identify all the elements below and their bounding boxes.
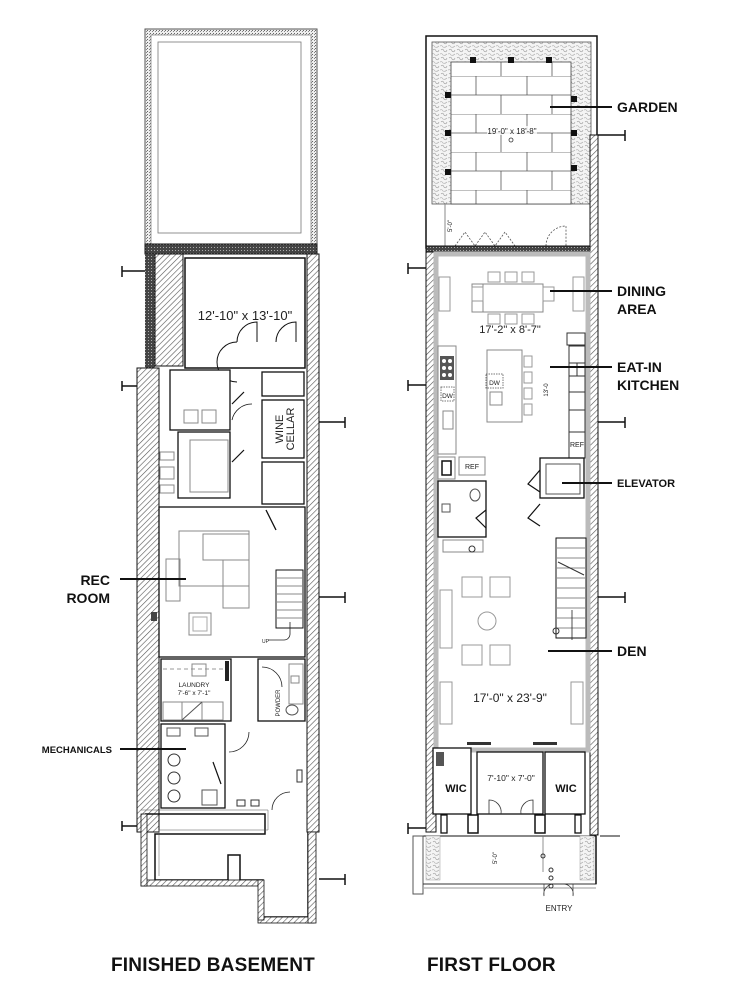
den-dims: 17'-0" x 23'-9": [473, 691, 547, 705]
dishwasher-label-1: DW: [442, 393, 454, 400]
garden-depth: 5'-0": [448, 220, 454, 232]
callout-dining-1: DINING: [617, 283, 666, 299]
basement-rear-yard: [144, 28, 318, 250]
callout-rec-room-2: ROOM: [66, 590, 110, 606]
basement-stair: UP: [262, 569, 304, 645]
laundry-dims: 7'-6" x 7'-1": [178, 690, 211, 697]
callout-kitchen-1: EAT-IN: [617, 359, 662, 375]
garden: 19'-0" x 18'-8" 5'-0": [425, 35, 598, 249]
fridge-label-2: REF: [465, 464, 479, 471]
first-floor-stair: [527, 503, 587, 640]
garden-dims: 19'-0" x 18'-8": [487, 127, 536, 136]
fridge-label-1: REF: [570, 442, 584, 449]
basement-title: FINISHED BASEMENT: [111, 955, 315, 976]
callout-elevator: ELEVATOR: [617, 478, 675, 490]
stair-up-label: UP: [262, 639, 270, 645]
basement-front-room-dims: 12'-10" x 13'-10": [198, 308, 293, 323]
kitchen-length: 13'-0: [544, 383, 550, 397]
callout-kitchen-2: KITCHEN: [617, 377, 679, 393]
foyer-dims: 7'-10" x 7'-0": [487, 773, 535, 783]
wic-label-2: WIC: [555, 783, 576, 795]
wine-cellar-label-2: CELLAR: [285, 408, 297, 451]
first-floor-title: FIRST FLOOR: [427, 955, 556, 976]
powder-room-label: POWDER: [276, 689, 282, 717]
wic-label-1: WIC: [445, 783, 466, 795]
entry-label: ENTRY: [546, 904, 574, 913]
callout-mechanicals: MECHANICALS: [42, 745, 112, 756]
elevator-shaft: [527, 457, 585, 499]
first-floor-plan: 19'-0" x 18'-8" 5'-0" 17': [407, 35, 679, 913]
laundry-label: LAUNDRY: [179, 682, 211, 689]
basement-plan: WINE CELLAR UP LAUNDRY 7'-6" x 7'-: [42, 28, 346, 924]
callout-rec-room-1: REC: [80, 572, 110, 588]
stoop-depth: 5'-0": [493, 852, 499, 864]
callout-garden: GARDEN: [617, 99, 678, 115]
wine-cellar-label-1: WINE: [274, 415, 286, 444]
callout-dining-2: AREA: [617, 301, 657, 317]
dishwasher-label-2: DW: [489, 380, 501, 387]
front-stoop: 5'-0" ENTRY: [412, 835, 620, 913]
callout-den: DEN: [617, 643, 647, 659]
dining-dims: 17'-2" x 8'-7": [479, 324, 541, 336]
